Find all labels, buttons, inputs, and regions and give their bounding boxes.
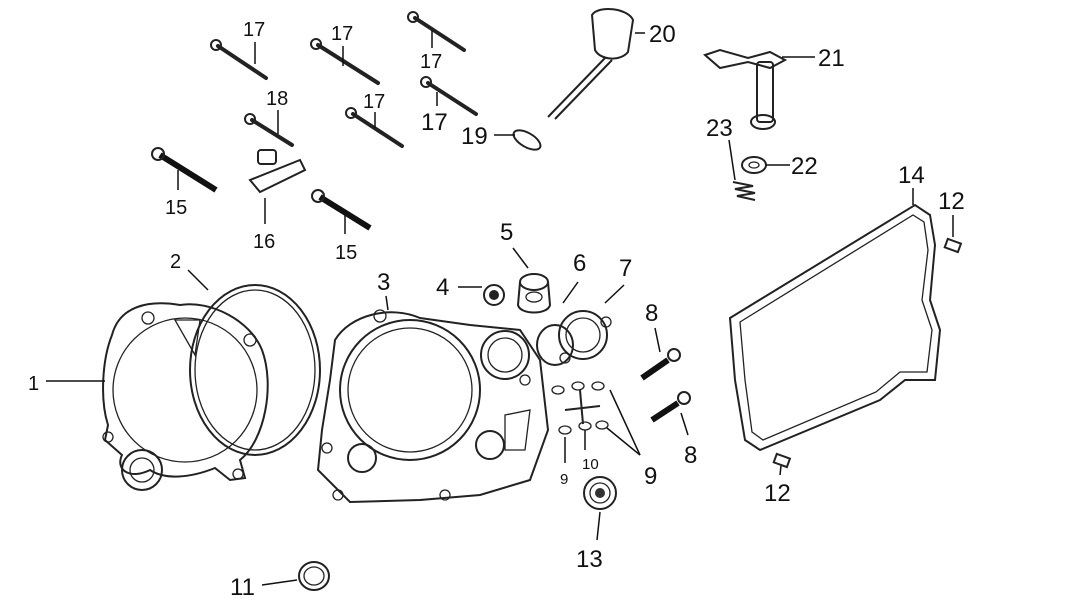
part-5-bushing [516,273,552,314]
part-19-o-ring [512,129,542,151]
part-6-o-ring [536,324,574,366]
callout-11: 11 [230,574,255,601]
callout-10: 10 [582,456,599,473]
part-21-lever [703,48,788,130]
callout-1: 1 [28,373,39,395]
part-11-ring [298,561,330,591]
callout-20: 20 [649,21,676,48]
callout-17: 17 [421,109,448,136]
callout-7: 7 [619,255,632,282]
callout-17: 17 [420,51,442,73]
callout-4: 4 [436,274,449,301]
callout-9: 9 [560,471,568,488]
part-16-bracket [248,149,307,194]
callout-19: 19 [461,123,488,150]
part-18-bolt [244,113,294,147]
callout-6: 6 [573,250,586,277]
callout-21: 21 [818,45,845,72]
part-2-gasket [189,284,321,456]
callout-16: 16 [253,231,275,253]
part-9-10-washers [551,381,609,435]
callout-5: 5 [500,219,513,246]
part-22-washer [741,156,767,174]
callout-14: 14 [898,162,925,189]
callout-12: 12 [764,480,791,507]
part-4-oil-seal [483,284,505,306]
callout-23: 23 [706,115,733,142]
part-8-bolt [640,348,691,423]
callout-18: 18 [266,88,288,110]
part-12-dowel [772,237,963,469]
part-20-dipstick [547,8,635,120]
callout-17: 17 [363,91,385,113]
callout-9: 9 [644,463,657,490]
callout-8: 8 [645,300,658,327]
callout-22: 22 [791,153,818,180]
part-23-spring [732,181,756,201]
part-7-cap [558,310,612,364]
part-14-gasket [728,203,942,452]
callout-13: 13 [576,546,603,573]
part-13-filter [583,476,617,510]
callout-15: 15 [335,242,357,264]
part-3-crankcase-cover [316,309,550,504]
callout-labels: 1 2 3 4 5 6 7 8 8 9 9 10 11 12 12 13 14 … [28,19,965,601]
callout-12: 12 [938,188,965,215]
callout-8: 8 [684,442,697,469]
callout-15: 15 [165,197,187,219]
callout-17: 17 [331,23,353,45]
leader-lines [46,30,954,586]
part-1-clutch-cover [102,302,269,491]
callout-2: 2 [170,251,181,273]
callout-17: 17 [243,19,265,41]
callout-3: 3 [377,269,390,296]
part-17-bolts [210,11,478,148]
